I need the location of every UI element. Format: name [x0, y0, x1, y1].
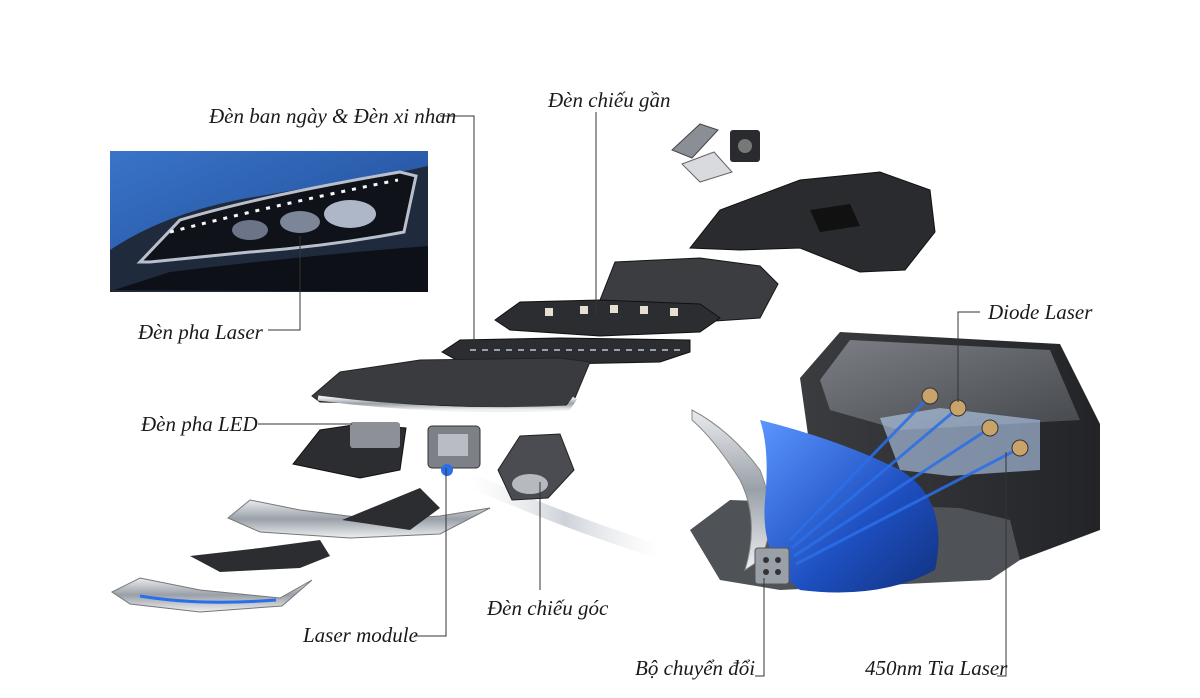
laser-beams [788, 394, 1021, 566]
label-low-beam: Đèn chiếu gần [548, 88, 671, 112]
led-heatsink [350, 422, 400, 448]
blue-accent-lower [139, 594, 277, 604]
laser-diodes [921, 387, 1029, 457]
label-laser-high-beam: Đèn pha Laser [138, 320, 263, 344]
low-beam-led-chips [545, 305, 678, 316]
label-led-high-beam: Đèn pha LED [141, 412, 258, 436]
laser-module-part [427, 425, 481, 476]
chrome-trim-upper [317, 395, 578, 413]
label-drl-turn-signal: Đèn ban ngày & Đèn xi nhan [209, 104, 457, 128]
chrome-trim-lower [111, 577, 313, 613]
low-beam-small-parts [671, 123, 760, 183]
lower-bracket [190, 540, 330, 572]
headlight-housing [688, 171, 936, 273]
cornering-light-part [497, 433, 575, 501]
label-laser-beam-450nm: 450nm Tia Laser [865, 656, 1008, 680]
light-swoosh [467, 473, 663, 559]
label-laser-module: Laser module [303, 623, 418, 647]
housing-opening [810, 204, 860, 232]
label-cornering-light: Đèn chiếu góc [487, 596, 609, 620]
trim-bracket [342, 488, 440, 530]
car-headlight-photo [110, 151, 428, 292]
low-beam-led-strip [494, 299, 721, 337]
leader-lines [258, 112, 1007, 677]
label-converter: Bộ chuyển đổi [635, 656, 756, 680]
label-diode-laser: Diode Laser [988, 300, 1093, 324]
